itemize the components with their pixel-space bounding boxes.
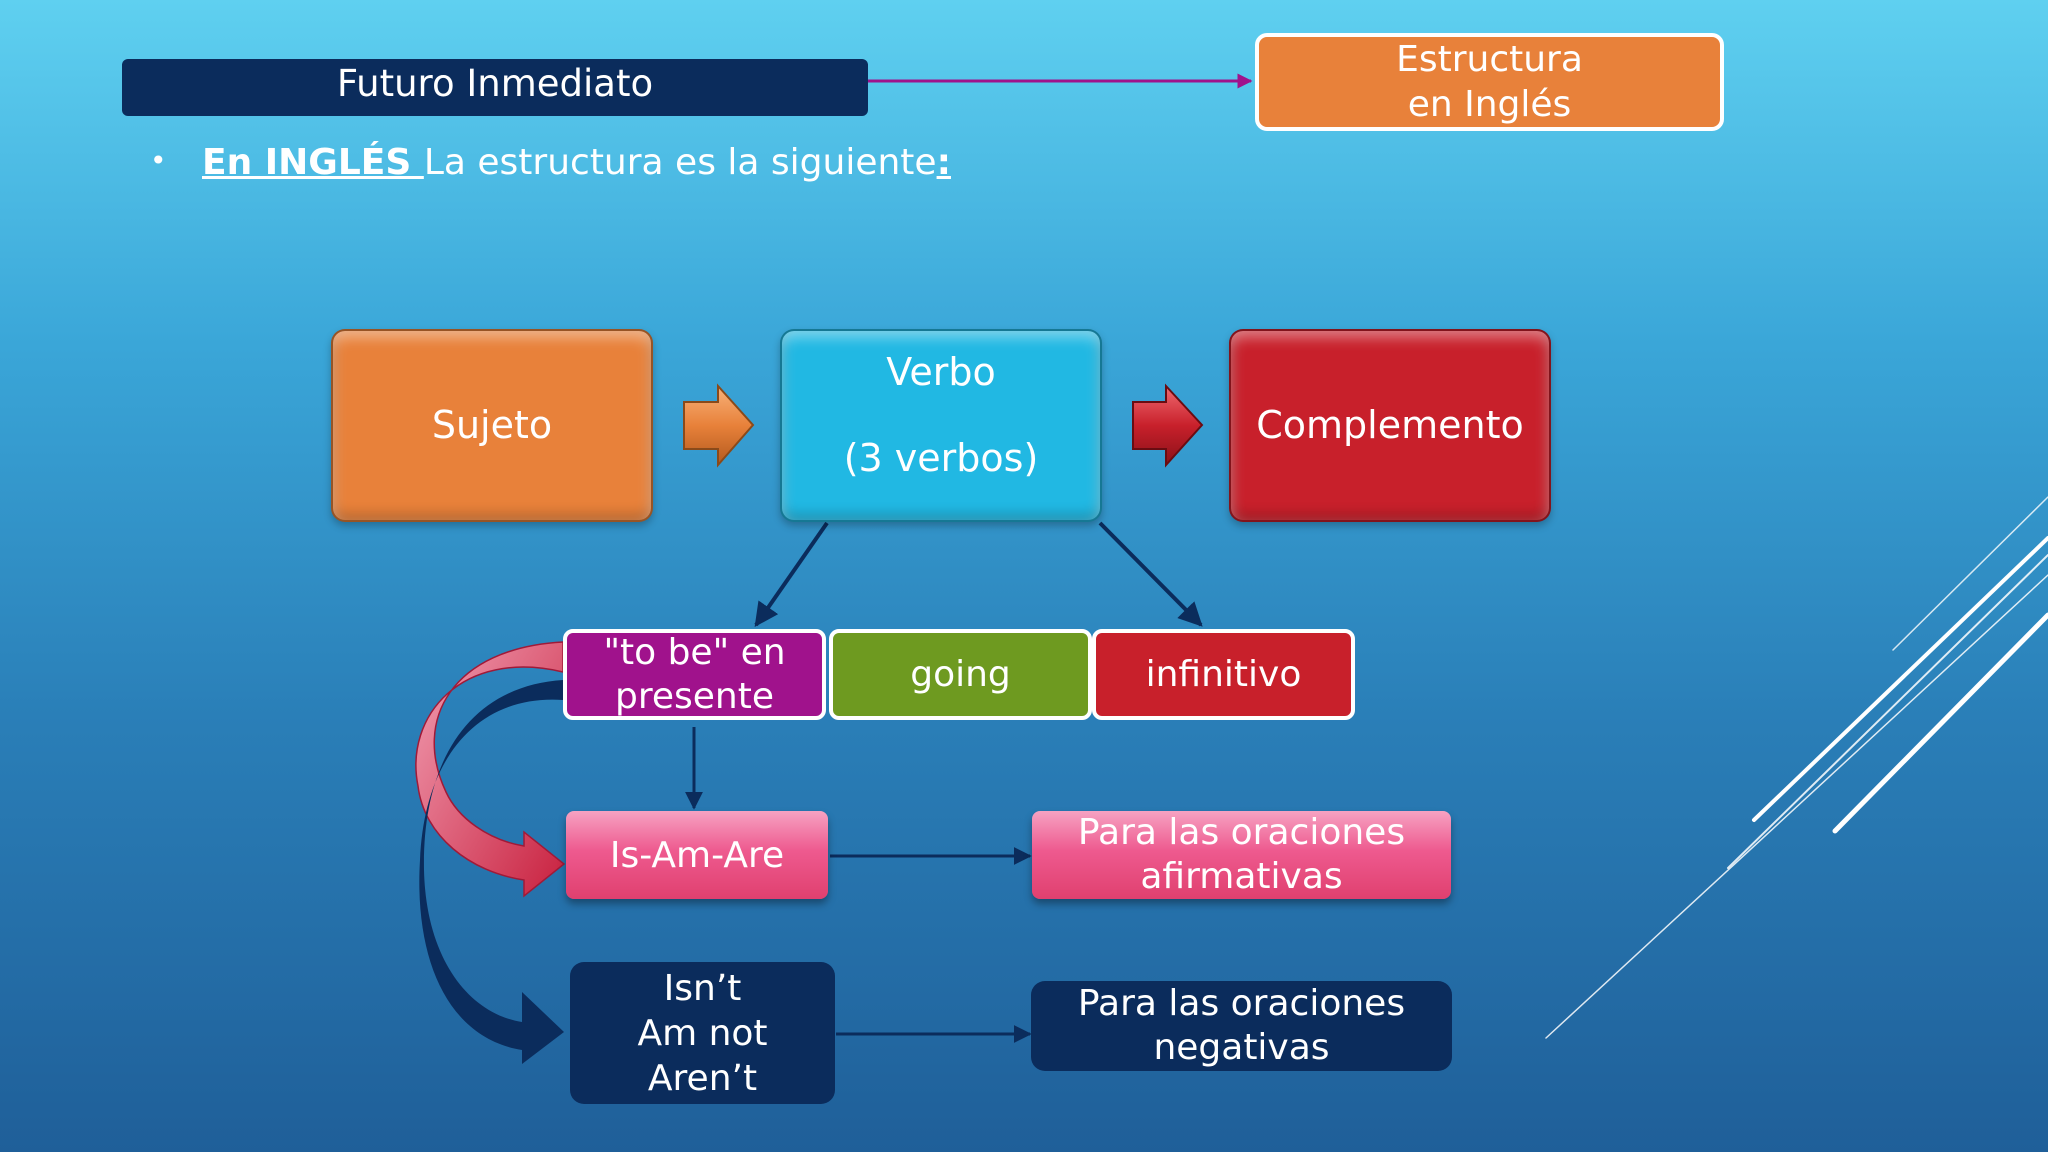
verb-title: Verbo [886, 350, 996, 394]
complement-box: Complemento [1229, 329, 1551, 522]
negative-form-3: Aren’t [647, 1057, 758, 1099]
curved-arrow-pink-icon [415, 641, 566, 898]
negative-label-box: Para las oraciones negativas [1031, 981, 1452, 1071]
verb-to-infinitive-arrow [1098, 521, 1203, 627]
tobe-line-2: presente [615, 675, 774, 717]
going-box: going [829, 629, 1092, 720]
bullet-text: La estructura es la siguiente [423, 142, 937, 183]
tobe-box: "to be" en presente [563, 629, 826, 720]
complement-label: Complemento [1256, 402, 1524, 447]
negative-form-2: Am not [637, 1012, 768, 1054]
structure-badge: Estructura en Inglés [1255, 33, 1724, 131]
decorative-diagonal-lines [1545, 496, 2048, 1039]
verb-box: Verbo (3 verbos) [780, 329, 1102, 522]
affirmative-label-line-2: afirmativas [1140, 856, 1343, 897]
subject-box: Sujeto [331, 329, 653, 522]
bullet-lead: En INGLÉS [202, 142, 424, 183]
bullet-colon: : [936, 142, 951, 183]
title-bar: Futuro Inmediato [122, 59, 868, 116]
curved-arrow-navy-icon [419, 680, 564, 1064]
affirmative-forms-box: Is-Am-Are [566, 811, 828, 899]
tobe-line-1: "to be" en [603, 632, 786, 674]
verb-to-tobe-arrow [754, 521, 829, 627]
affirmative-label-box: Para las oraciones afirmativas [1032, 811, 1451, 899]
negative-form-1: Isn’t [663, 967, 742, 1009]
affirmative-forms-label: Is-Am-Are [609, 834, 785, 876]
negative-label-line-2: negativas [1153, 1027, 1330, 1068]
bullet-line: • En INGLÉS La estructura es la siguiente… [150, 142, 951, 183]
block-arrow-red-icon [1132, 383, 1204, 468]
negative-forms-box: Isn’t Am not Aren’t [570, 962, 835, 1104]
bullet-icon: • [150, 144, 167, 177]
badge-line-2: en Inglés [1407, 84, 1572, 125]
block-arrow-orange-icon [683, 383, 755, 468]
verb-note: (3 verbos) [843, 435, 1039, 480]
affirmative-label-line-1: Para las oraciones [1077, 812, 1406, 854]
infinitive-label: infinitivo [1145, 654, 1302, 695]
going-label: going [910, 654, 1011, 695]
title-text: Futuro Inmediato [336, 62, 654, 106]
badge-line-1: Estructura [1396, 39, 1583, 80]
negative-label-line-1: Para las oraciones [1077, 983, 1406, 1025]
subject-label: Sujeto [431, 402, 553, 447]
infinitive-box: infinitivo [1092, 629, 1355, 720]
